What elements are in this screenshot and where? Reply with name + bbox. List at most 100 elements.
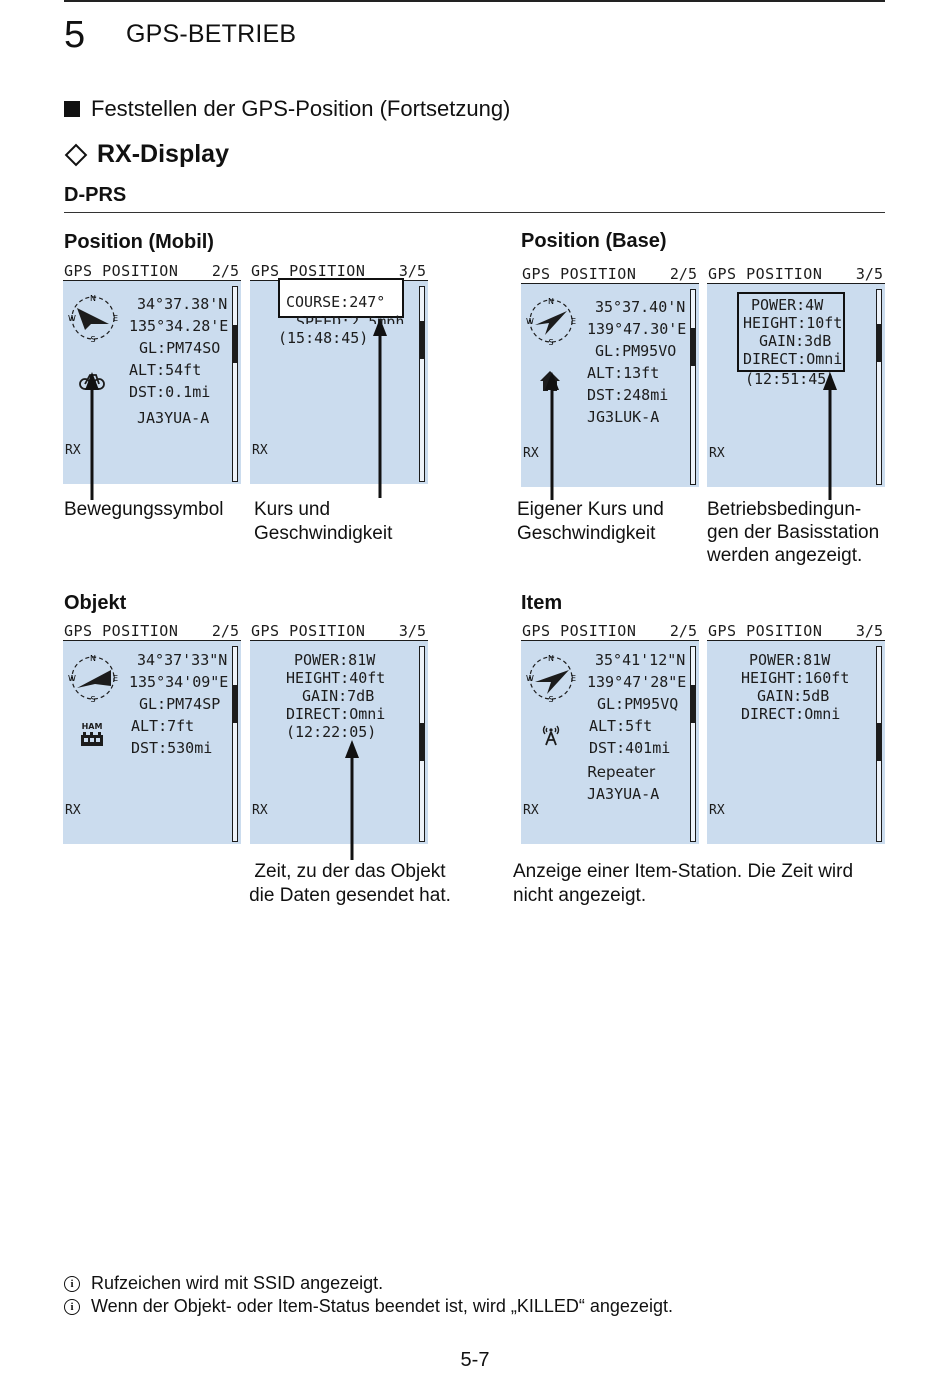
lcd-header: GPS POSITION 3/5 <box>250 262 428 281</box>
lcd-time: (12:22:05) <box>286 723 377 741</box>
lcd-grid-locator: GL:PM95VO <box>595 342 677 360</box>
svg-text:S: S <box>548 338 553 347</box>
svg-text:N: N <box>548 654 554 663</box>
lcd-direct: DIRECT:Omni <box>286 705 386 723</box>
lcd-altitude: ALT:13ft <box>587 364 660 382</box>
section-heading: Feststellen der GPS-Position (Fortsetzun… <box>64 96 510 122</box>
caption-line: nicht angezeigt. <box>513 885 647 906</box>
lcd-objekt-page2: GPS POSITION 2/5 N S W E 34°37'33"N 135°… <box>63 622 241 844</box>
lcd-distance: DST:530mi <box>131 739 213 757</box>
svg-text:N: N <box>548 297 554 306</box>
subsection-heading: RX-Display <box>64 140 229 169</box>
lcd-height: HEIGHT:40ft <box>286 669 386 687</box>
top-rule <box>64 0 885 2</box>
lcd-height: HEIGHT:10ft <box>743 314 843 332</box>
lcd-latitude: 35°37.40'N <box>595 298 686 316</box>
lcd-rx-indicator: RX <box>252 803 268 818</box>
lcd-distance: DST:401mi <box>589 739 671 757</box>
lcd-altitude: ALT:7ft <box>131 717 195 735</box>
lcd-header: GPS POSITION 2/5 <box>521 265 699 284</box>
lcd-rx-indicator: RX <box>252 443 268 458</box>
note-item: i Wenn der Objekt- oder Item-Status been… <box>64 1296 673 1317</box>
lcd-objekt-page3: GPS POSITION 3/5 POWER:81W HEIGHT:40ft G… <box>250 622 428 844</box>
lcd-rx-indicator: RX <box>523 446 539 461</box>
lcd-callsign: JA3YUA-A <box>137 409 210 427</box>
compass-icon: N S W E <box>526 297 576 347</box>
lcd-rx-indicator: RX <box>709 803 725 818</box>
lcd-page: 2/5 <box>669 622 697 640</box>
note-text: Wenn der Objekt- oder Item-Status beende… <box>91 1296 673 1316</box>
lcd-title: GPS POSITION <box>251 262 366 280</box>
lcd-page: 2/5 <box>211 262 239 280</box>
caption-course-speed: Kurs und Geschwindigkeit <box>254 498 392 546</box>
chapter-title: GPS-BETRIEB <box>126 20 297 48</box>
lcd-scrollbar <box>232 646 238 842</box>
note-item: i Rufzeichen wird mit SSID angezeigt. <box>64 1273 383 1294</box>
lcd-grid-locator: GL:PM74SO <box>139 339 221 357</box>
lcd-title: GPS POSITION <box>708 265 823 283</box>
lcd-scrollbar <box>419 646 425 842</box>
diamond-bullet-icon <box>64 143 88 166</box>
lcd-latitude: 34°37'33"N <box>137 651 228 669</box>
lcd-title: GPS POSITION <box>708 622 823 640</box>
lcd-latitude: 35°41'12"N <box>595 651 686 669</box>
caption-line: Anzeige einer Item-Station. Die Zeit wir… <box>513 861 854 882</box>
svg-text:E: E <box>113 674 118 683</box>
lcd-direct: DIRECT:Omni <box>741 705 841 723</box>
lcd-scrollbar <box>690 289 696 485</box>
lcd-gain: GAIN:3dB <box>759 332 832 350</box>
lcd-latitude: 34°37.38'N <box>137 295 228 313</box>
lcd-longitude: 139°47.30'E <box>587 320 687 338</box>
caption-line: gen der Basisstation <box>707 522 880 543</box>
compass-icon: N S W E <box>68 294 118 344</box>
lcd-gain: GAIN:5dB <box>757 687 830 705</box>
lcd-title: GPS POSITION <box>522 265 637 283</box>
lcd-power: POWER:81W <box>749 651 831 669</box>
lcd-course: COURSE:247° <box>286 293 386 311</box>
caption-base-conditions: Betriebsbedingun- gen der Basisstation w… <box>707 498 879 567</box>
lcd-scrollbar <box>419 286 425 482</box>
lcd-power: POWER:4W <box>751 296 824 314</box>
lcd-time: (15:48:45) <box>278 329 369 347</box>
lcd-header: GPS POSITION 3/5 <box>707 265 885 284</box>
lcd-page: 3/5 <box>398 622 426 640</box>
lcd-altitude: ALT:5ft <box>589 717 653 735</box>
caption-movement-symbol: Bewegungssymbol <box>64 499 224 520</box>
subsubsection-title: D-PRS <box>64 184 127 206</box>
lcd-page: 2/5 <box>669 265 697 283</box>
section-title: Feststellen der GPS-Position (Fortsetzun… <box>91 96 511 121</box>
arrow-up-icon <box>345 740 359 860</box>
svg-text:N: N <box>90 654 96 663</box>
ham-symbol-label: HAM <box>81 722 103 731</box>
lcd-title: GPS POSITION <box>64 262 179 280</box>
svg-text:E: E <box>571 317 576 326</box>
info-icon: i <box>64 1298 80 1315</box>
lcd-title: GPS POSITION <box>64 622 179 640</box>
lcd-grid-locator: GL:PM74SP <box>139 695 221 713</box>
lcd-direct: DIRECT:Omni <box>743 350 843 368</box>
lcd-page: 3/5 <box>855 265 883 283</box>
note-text: Rufzeichen wird mit SSID angezeigt. <box>91 1273 384 1293</box>
lcd-scrollbar <box>876 646 882 842</box>
caption-object-time: Zeit, zu der das Objekt die Daten gesend… <box>220 860 480 908</box>
lcd-callsign: JA3YUA-A <box>587 785 660 803</box>
repeater-tower-icon <box>542 725 560 746</box>
caption-item-station: Anzeige einer Item-Station. Die Zeit wir… <box>513 860 853 908</box>
compass-icon: N S W E <box>526 654 576 704</box>
lcd-rx-indicator: RX <box>65 443 81 458</box>
caption-line: werden angezeigt. <box>707 545 863 566</box>
lcd-callsign: JG3LUK-A <box>587 408 660 426</box>
lcd-mobil-page3: GPS POSITION 3/5 COURSE:247° SPEED:2.5mp… <box>250 262 428 484</box>
lcd-header: GPS POSITION 2/5 <box>521 622 699 641</box>
arrow-up-icon <box>823 372 837 500</box>
lcd-speed: SPEED:2.5mph <box>296 314 405 324</box>
ham-fest-symbol: HAM <box>79 722 105 751</box>
chapter-number: 5 <box>64 14 86 56</box>
caption-line: Eigener Kurs und <box>517 499 664 520</box>
svg-text:W: W <box>68 674 76 683</box>
svg-text:W: W <box>526 317 534 326</box>
caption-line: Geschwindigkeit <box>254 523 393 544</box>
lcd-distance: DST:248mi <box>587 386 669 404</box>
svg-text:S: S <box>90 335 95 344</box>
lcd-item-page3: GPS POSITION 3/5 POWER:81W HEIGHT:160ft … <box>707 622 885 844</box>
